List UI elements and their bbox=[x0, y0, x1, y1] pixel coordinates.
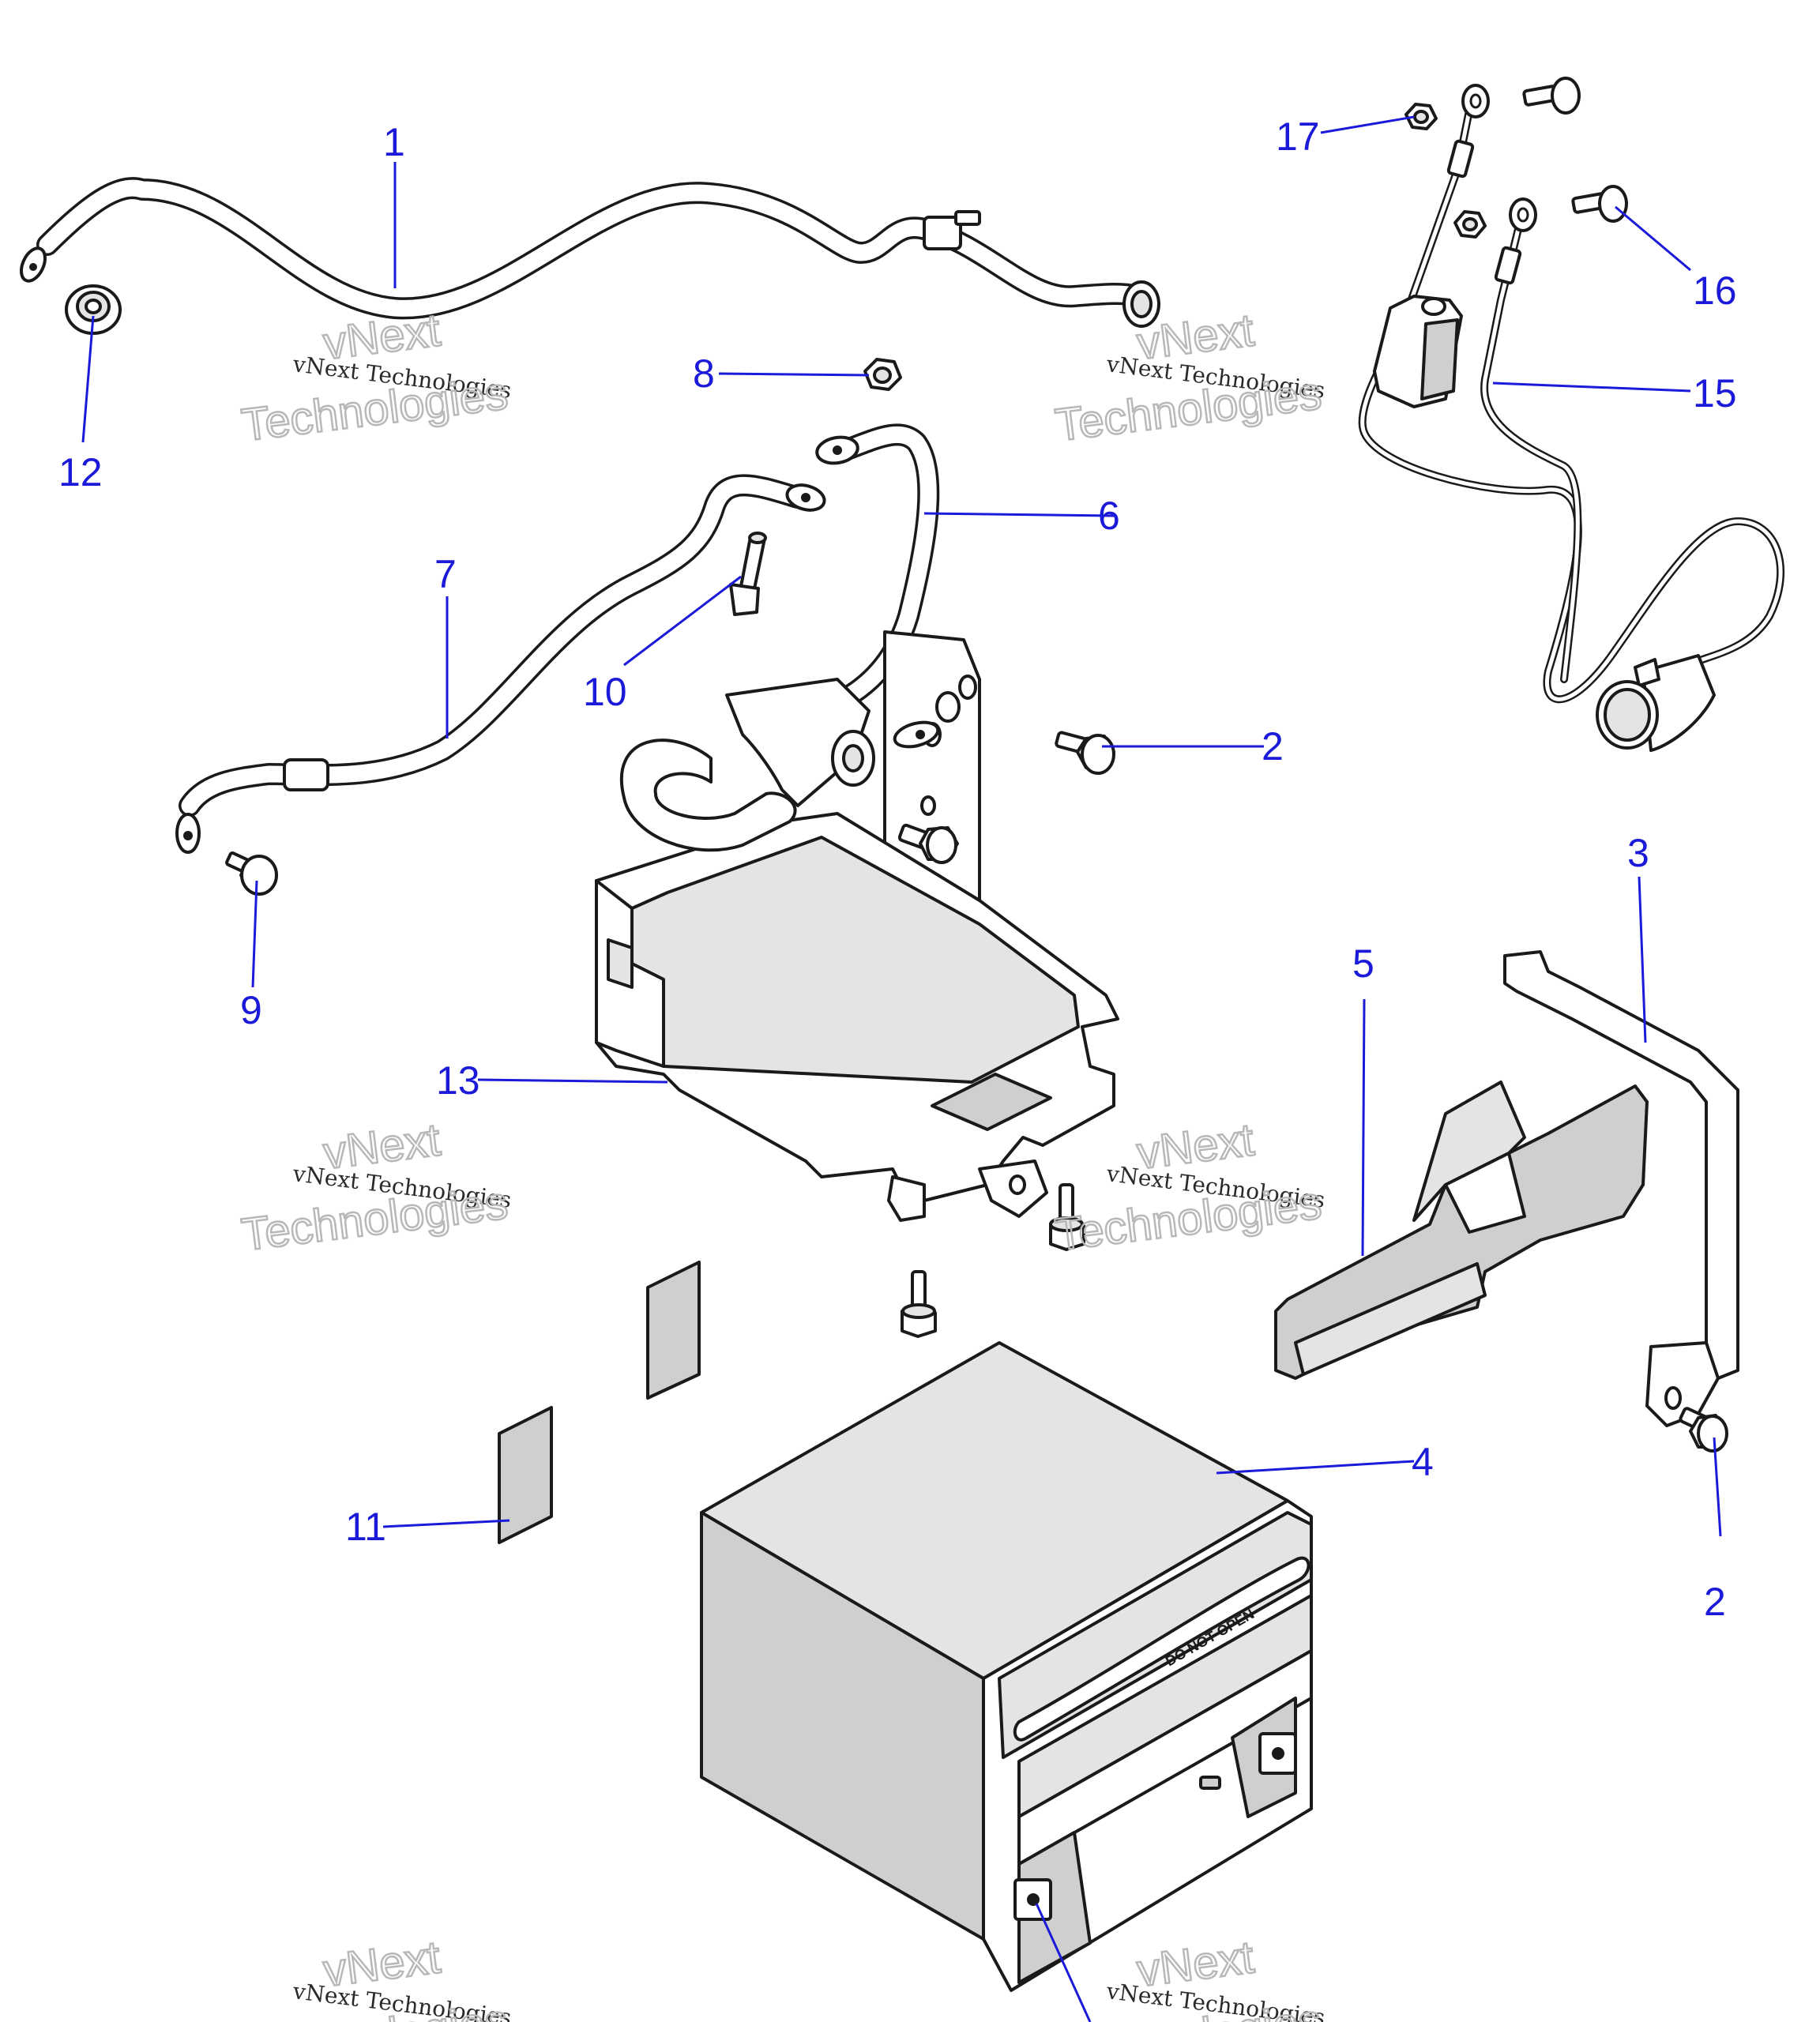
watermark-mid-right: vNext vNext Technologies Technologies bbox=[1051, 1113, 1326, 1261]
callout-8[interactable]: 8 bbox=[693, 351, 715, 396]
watermark-bottom-left: vNext vNext Technologies Technologies bbox=[238, 1930, 513, 2022]
tray-mounting-bolt-center bbox=[901, 1270, 937, 1338]
watermark-top-right: vNext vNext Technologies Technologies bbox=[1051, 303, 1326, 452]
part-7-battery-cable bbox=[175, 474, 826, 854]
part-10-push-rivet bbox=[729, 532, 767, 616]
part-11-foam-pad-upper bbox=[646, 1261, 701, 1400]
part-4-battery: DO NOT OPEN bbox=[700, 1341, 1313, 1992]
callout-9[interactable]: 9 bbox=[240, 988, 262, 1032]
part-8-nut bbox=[863, 358, 902, 391]
part-13-battery-tray bbox=[595, 630, 1119, 1222]
leader-lines bbox=[81, 115, 1722, 2022]
callout-10[interactable]: 10 bbox=[583, 670, 627, 714]
callout-5[interactable]: 5 bbox=[1352, 941, 1374, 986]
part-11-foam-pad-lower bbox=[498, 1406, 553, 1544]
part-17-nut bbox=[1404, 103, 1438, 130]
callout-11[interactable]: 11 bbox=[345, 1505, 386, 1549]
callout-17[interactable]: 17 bbox=[1276, 115, 1320, 159]
watermark-mid-left: vNext vNext Technologies Technologies bbox=[238, 1113, 513, 1261]
callout-3[interactable]: 3 bbox=[1627, 831, 1649, 875]
callout-1[interactable]: 1 bbox=[383, 120, 405, 164]
callout-16[interactable]: 16 bbox=[1693, 269, 1737, 313]
part-1-battery-cable bbox=[19, 177, 1160, 328]
part-9-flange-bolt bbox=[225, 851, 278, 896]
part-2-flange-bolt-lower bbox=[1679, 1407, 1728, 1453]
part-15-accessory-harness bbox=[1358, 84, 1784, 752]
part-12-flange-nut bbox=[65, 284, 122, 335]
part-2-flange-bolt-upper bbox=[1055, 731, 1115, 775]
callout-7[interactable]: 7 bbox=[434, 552, 457, 596]
part-16-screw bbox=[1571, 185, 1628, 223]
callout-6[interactable]: 6 bbox=[1098, 494, 1120, 538]
callout-2-lower[interactable]: 2 bbox=[1704, 1580, 1726, 1624]
callout-12[interactable]: 12 bbox=[58, 450, 103, 494]
tray-mounting-bolt-right bbox=[1049, 1183, 1085, 1251]
nut-second bbox=[1453, 210, 1487, 239]
callout-2-upper[interactable]: 2 bbox=[1262, 724, 1284, 769]
watermark-top-left: vNext vNext Technologies Technologies bbox=[238, 303, 513, 452]
part-5-heat-shield bbox=[1274, 1081, 1649, 1380]
callout-4[interactable]: 4 bbox=[1412, 1440, 1434, 1484]
callout-13[interactable]: 13 bbox=[436, 1058, 480, 1103]
callout-labels: 1 2 2 3 4 5 6 7 8 9 10 11 12 13 15 16 17 bbox=[58, 115, 1737, 1624]
callout-15[interactable]: 15 bbox=[1693, 371, 1737, 415]
screw-top bbox=[1522, 77, 1581, 115]
